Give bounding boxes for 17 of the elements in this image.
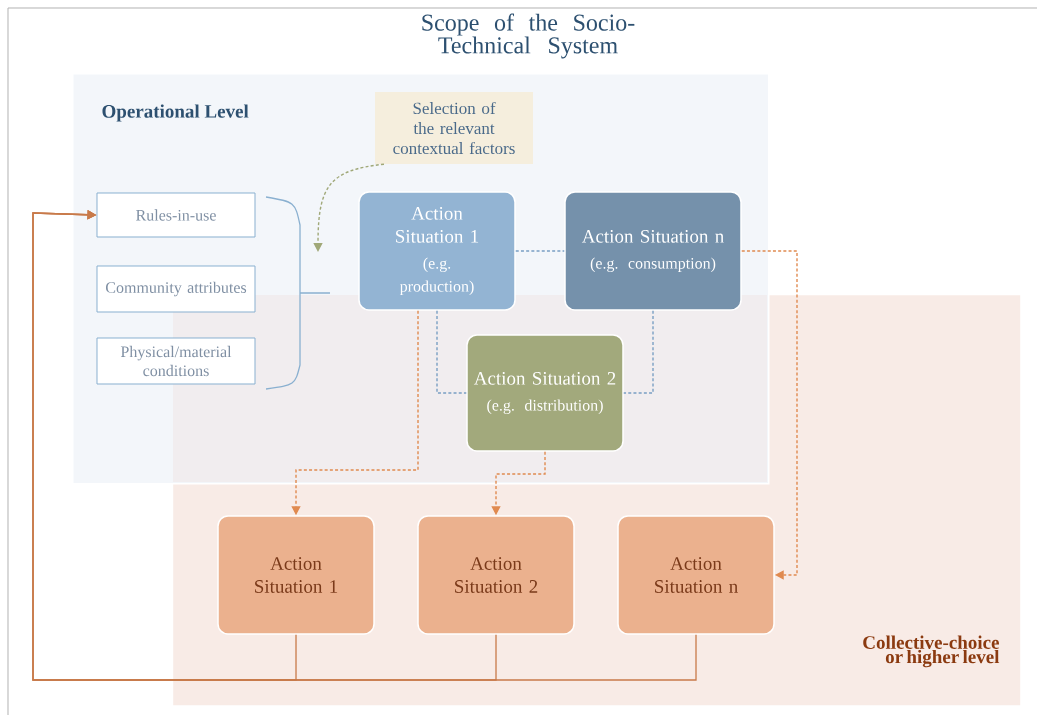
connector-line — [623, 310, 654, 394]
action-situation-box: Action Situation 1 (e.g. production) — [358, 191, 516, 311]
factor-box: Physical/material conditions — [96, 337, 256, 385]
factor-box: Rules-in-use — [96, 192, 256, 238]
factor-box: Community attributes — [96, 265, 256, 313]
arrow — [313, 163, 385, 252]
action-situation-box: Action Situation n — [617, 515, 775, 635]
action-situation-box: Action Situation 1 — [217, 515, 375, 635]
connector-line — [436, 310, 467, 394]
action-situation-box: Action Situation 2 — [417, 515, 575, 635]
action-situation-box: Action Situation n (e.g. consumption) — [564, 191, 742, 311]
connector-line — [515, 250, 565, 252]
action-situation-box: Action Situation 2 (e.g. distribution) — [466, 334, 624, 452]
title: Scope of the Socio-Technical System — [422, 13, 635, 59]
arrow — [32, 210, 697, 681]
arrow — [741, 250, 798, 580]
note-box: Selection of the relevant contextual factors — [375, 92, 533, 164]
